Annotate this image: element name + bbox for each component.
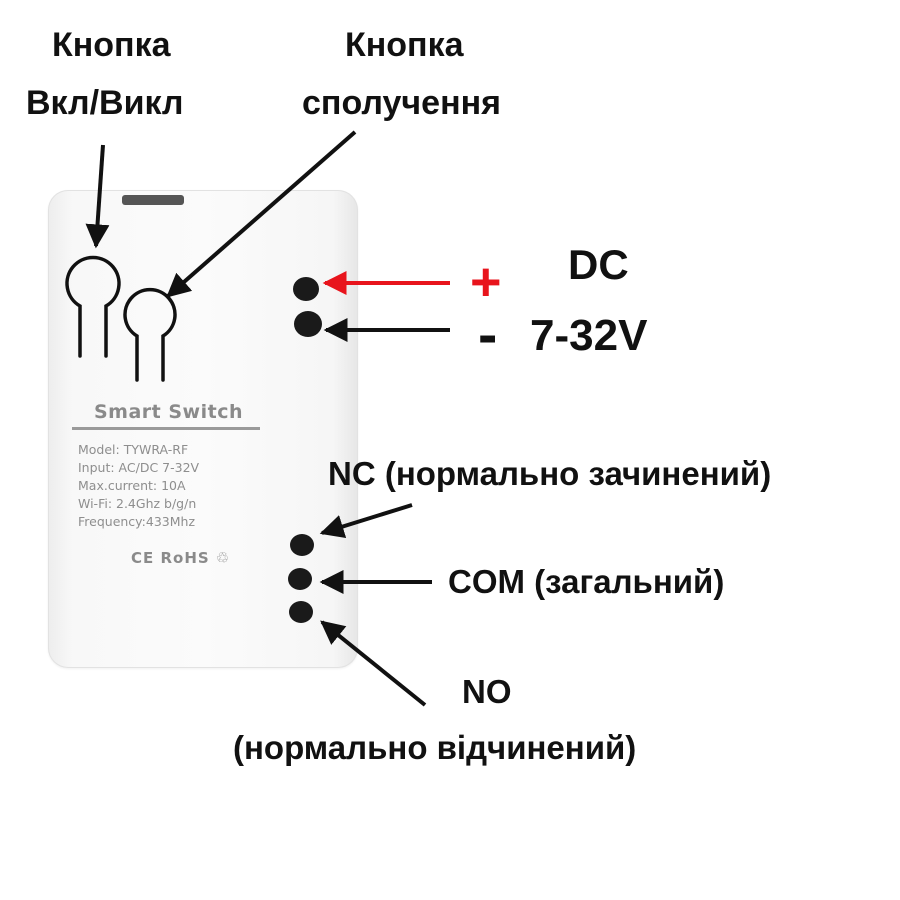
arrow-power-button bbox=[85, 144, 110, 249]
terminal-com bbox=[288, 568, 312, 590]
power-button-label-line2: Вкл/Викл bbox=[26, 84, 184, 122]
pair-button-label-line1: Кнопка bbox=[345, 26, 464, 64]
arrow-nc bbox=[319, 503, 413, 539]
device-brand: Smart Switch bbox=[94, 401, 243, 423]
spec-current: Max.current: 10A bbox=[78, 478, 186, 493]
certification-marks: CE RoHS ♲ bbox=[131, 549, 231, 567]
dc-plus-sign: + bbox=[470, 252, 502, 312]
pair-button-shape bbox=[123, 287, 177, 382]
no-label-line1: NO bbox=[462, 673, 512, 710]
pair-button-label-line2: сполучення bbox=[302, 84, 501, 122]
terminal-dc-plus bbox=[293, 277, 319, 301]
spec-frequency: Frequency:433Mhz bbox=[78, 514, 196, 529]
nc-label: NC (нормально зачинений) bbox=[328, 455, 772, 492]
spec-input: Input: AC/DC 7-32V bbox=[78, 460, 200, 475]
spec-model: Model: TYWRA-RF bbox=[78, 442, 189, 457]
terminal-no bbox=[289, 601, 313, 623]
power-button-label-line1: Кнопка bbox=[52, 26, 171, 64]
arrow-no bbox=[320, 620, 427, 707]
arrow-pair-button bbox=[166, 130, 357, 298]
dc-voltage: 7-32V bbox=[530, 311, 648, 360]
terminal-dc-minus bbox=[294, 311, 322, 337]
spec-wifi: Wi-Fi: 2.4Ghz b/g/n bbox=[78, 496, 197, 511]
usb-slot bbox=[122, 195, 184, 205]
brand-underline bbox=[72, 427, 260, 430]
dc-minus-sign: - bbox=[478, 302, 498, 367]
dc-title: DC bbox=[568, 241, 629, 288]
no-label-line2: (нормально відчинений) bbox=[233, 729, 637, 766]
terminal-nc bbox=[290, 534, 314, 556]
com-label: COM (загальний) bbox=[448, 563, 725, 600]
power-button-shape bbox=[65, 255, 121, 358]
